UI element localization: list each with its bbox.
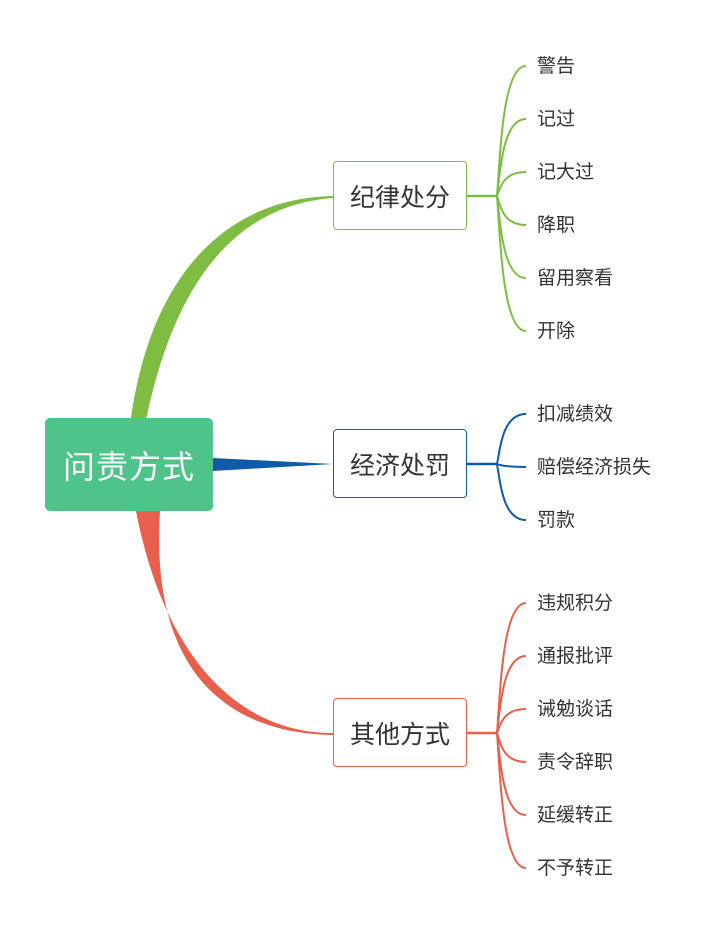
leaf-topic[interactable]: 扣减绩效	[537, 403, 614, 425]
leaf-topic[interactable]: 诫勉谈话	[537, 698, 614, 720]
branch-to-leaf-connector	[495, 413, 527, 465]
branch-topic-other-methods[interactable]: 其他方式	[333, 698, 467, 767]
leaf-topic[interactable]: 开除	[537, 320, 576, 342]
branch-topic-economic-penalty[interactable]: 经济处罚	[333, 429, 467, 498]
leaf-topic[interactable]: 责令辞职	[537, 751, 614, 773]
leaf-topic[interactable]: 记大过	[537, 161, 595, 183]
root-to-branch-connector	[130, 196, 333, 425]
leaf-topic[interactable]: 记过	[537, 108, 576, 130]
branch-to-leaf-connector	[495, 463, 527, 521]
branch-to-leaf-connector	[495, 708, 527, 734]
branch-to-leaf-connector	[495, 171, 527, 197]
root-to-branch-connector	[136, 511, 333, 735]
leaf-topic[interactable]: 通报批评	[537, 645, 614, 667]
leaf-topic[interactable]: 赔偿经济损失	[537, 456, 652, 478]
leaf-topic[interactable]: 降职	[537, 214, 576, 236]
leaf-topic[interactable]: 留用察看	[537, 267, 614, 289]
leaf-topic[interactable]: 延缓转正	[537, 804, 614, 826]
branch-to-leaf-connector	[495, 195, 527, 332]
root-to-branch-connector	[213, 458, 333, 471]
leaf-topic[interactable]: 不予转正	[537, 857, 614, 879]
root-topic[interactable]: 问责方式	[45, 418, 213, 511]
leaf-topic[interactable]: 警告	[537, 55, 576, 77]
branch-to-leaf-connector	[495, 732, 527, 869]
leaf-topic[interactable]: 违规积分	[537, 592, 614, 614]
leaf-topic[interactable]: 罚款	[537, 509, 576, 531]
branch-topic-discipline[interactable]: 纪律处分	[333, 161, 467, 230]
branch-to-leaf-connector	[495, 463, 527, 468]
